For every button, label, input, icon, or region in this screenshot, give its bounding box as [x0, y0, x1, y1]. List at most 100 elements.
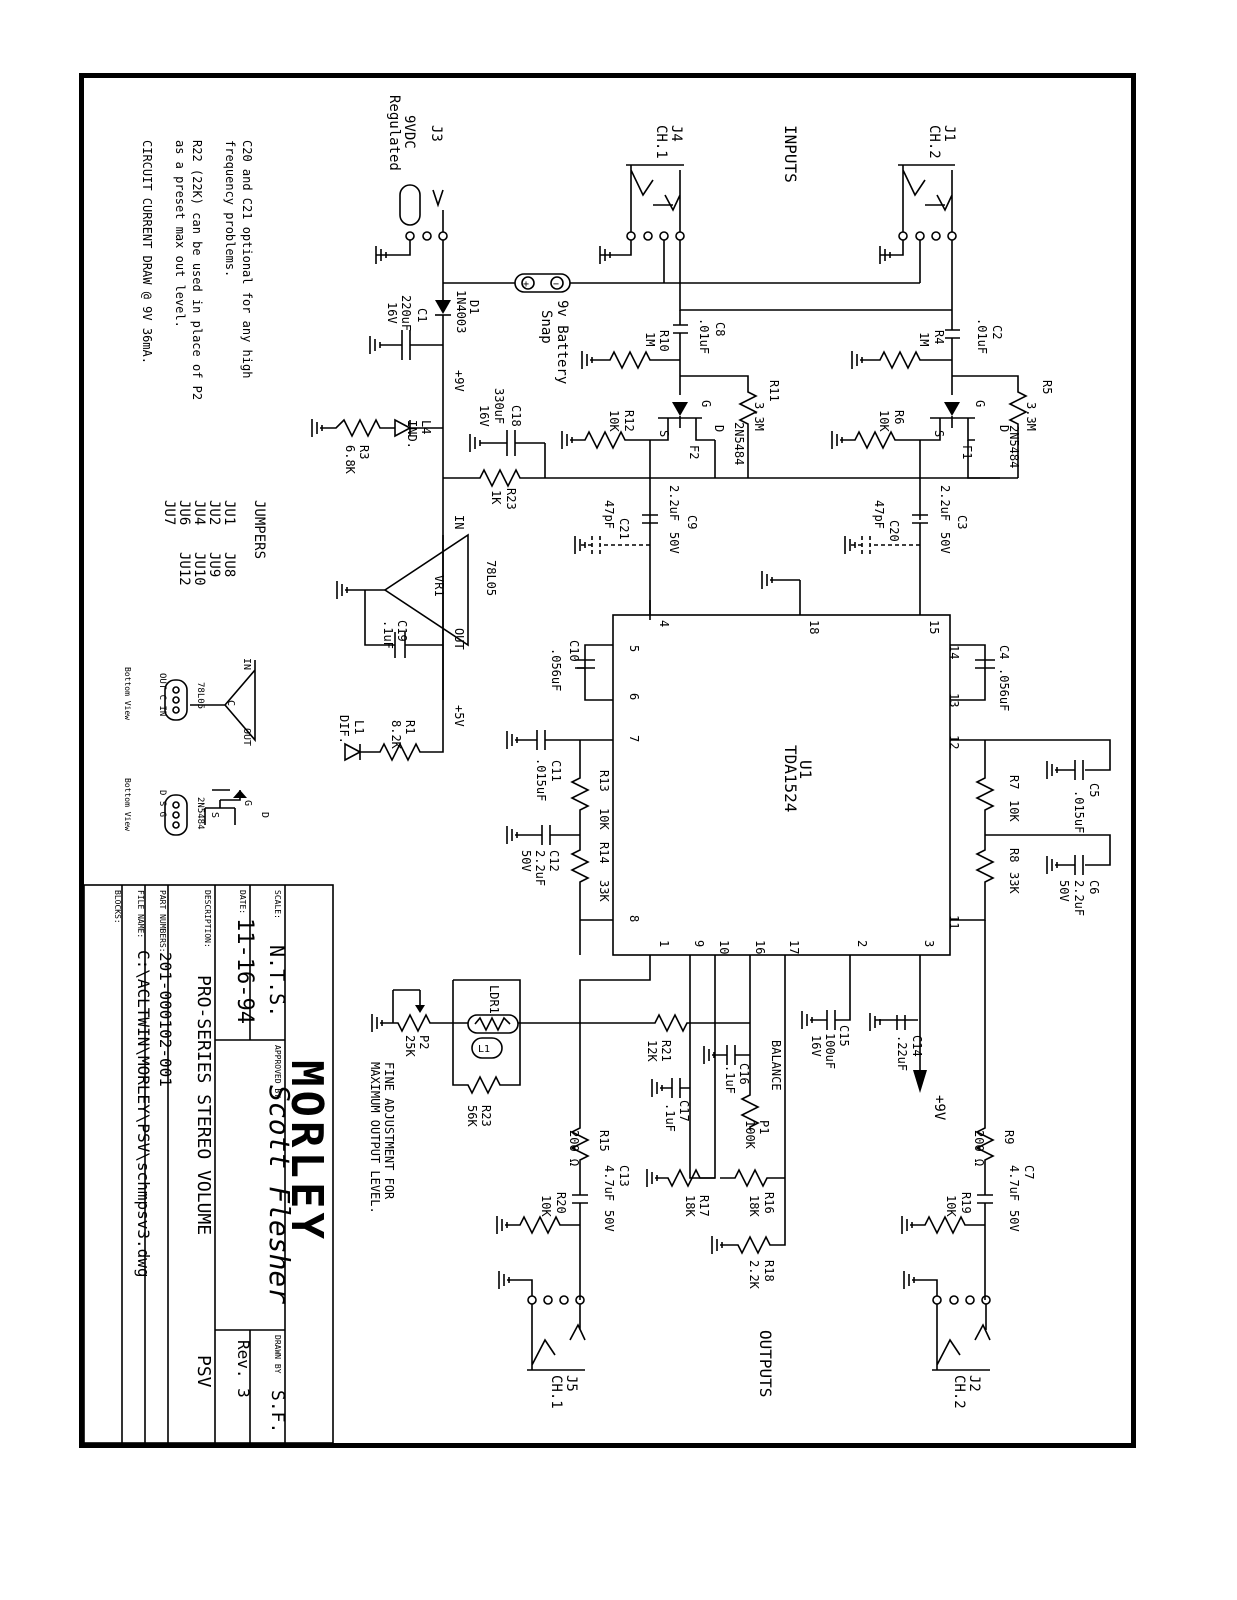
svg-text:C8: C8: [713, 322, 727, 336]
svg-text:L1: L1: [352, 720, 366, 734]
l1-led-r1: R1 8.2K L1 DIF.: [337, 700, 444, 762]
svg-text:JU12: JU12: [176, 552, 192, 586]
svg-text:9VDC: 9VDC: [401, 115, 417, 149]
svg-text:C14: C14: [910, 1035, 924, 1057]
outputs-heading: OUTPUTS: [756, 1330, 775, 1397]
u1-left-network: C10 .056uF C11 .015uF R13 10K R14 33K C1…: [506, 640, 613, 955]
jack-j3-power: J3 9VDC Regulated: [375, 95, 448, 300]
svg-text:P2: P2: [417, 1035, 431, 1049]
svg-text:FINE ADJUSTMENT FOR: FINE ADJUSTMENT FOR: [382, 1062, 396, 1200]
svg-text:D: D: [259, 812, 270, 818]
svg-text:C16: C16: [737, 1063, 751, 1085]
svg-text:Snap: Snap: [538, 310, 554, 344]
svg-text:14: 14: [947, 645, 961, 659]
svg-text:3: 3: [922, 940, 936, 947]
svg-text:50V: 50V: [938, 532, 952, 554]
svg-text:7: 7: [627, 735, 641, 742]
r23-resistor-1k: R23 1K: [443, 468, 1000, 510]
svg-text:11-16-94: 11-16-94: [232, 918, 257, 1024]
svg-text:R5: R5: [1040, 380, 1054, 394]
svg-text:C20 and C21 optional for any h: C20 and C21 optional for any high: [240, 140, 254, 378]
svg-text:10K: 10K: [539, 1195, 553, 1217]
svg-text:J2: J2: [966, 1375, 982, 1392]
svg-text:17: 17: [787, 940, 801, 954]
svg-text:1: 1: [657, 940, 671, 947]
svg-text:JU1: JU1: [221, 500, 237, 525]
svg-text:2: 2: [855, 940, 869, 947]
svg-text:6: 6: [627, 693, 641, 700]
sheet-border: [79, 73, 1136, 1448]
svg-text:50V: 50V: [1007, 1210, 1021, 1232]
ldr-p2-network: L1 LDR1 R23 56K P2 25K FINE ADJUSTMENT F…: [368, 979, 580, 1214]
svg-text:R13: R13: [597, 770, 611, 792]
svg-text:JU7: JU7: [161, 500, 177, 525]
jack-j4: J4 CH.1: [599, 125, 685, 265]
svg-text:200 Ω: 200 Ω: [567, 1130, 581, 1166]
svg-text:R18: R18: [762, 1260, 776, 1282]
svg-text:3.3M: 3.3M: [752, 402, 766, 431]
svg-text:330uF: 330uF: [492, 388, 506, 424]
svg-text:10K: 10K: [944, 1195, 958, 1217]
svg-text:D: D: [712, 425, 726, 432]
svg-text:C19: C19: [395, 620, 409, 642]
design-notes: C20 and C21 optional for any high freque…: [140, 140, 254, 400]
svg-text:C18: C18: [509, 405, 523, 427]
svg-text:R14: R14: [597, 842, 611, 864]
svg-text:10K: 10K: [597, 808, 611, 830]
svg-text:18K: 18K: [747, 1195, 761, 1217]
c1-capacitor: C1 220uF 16V: [369, 295, 443, 360]
svg-text:P1: P1: [757, 1120, 771, 1134]
svg-text:78L05: 78L05: [195, 682, 205, 709]
svg-text:.01uF: .01uF: [975, 318, 989, 354]
svg-text:JU9: JU9: [206, 552, 222, 577]
svg-text:CIRCUIT CURRENT DRAW @ 9V 36mA: CIRCUIT CURRENT DRAW @ 9V 36mA.: [140, 140, 154, 364]
c18-capacitor: C18 330uF 16V: [469, 388, 546, 478]
svg-text:VR1: VR1: [432, 575, 446, 597]
svg-text:2.2uF: 2.2uF: [1072, 880, 1086, 916]
svg-text:9v Battery: 9v Battery: [554, 300, 570, 384]
svg-text:R23: R23: [479, 1105, 493, 1127]
svg-text:+: +: [523, 279, 529, 290]
svg-text:R1: R1: [403, 720, 417, 734]
svg-text:C: C: [225, 700, 236, 706]
svg-text:R6: R6: [892, 410, 906, 424]
svg-text:S: S: [657, 430, 671, 437]
svg-text:S.F.: S.F.: [267, 1390, 288, 1433]
svg-text:4.7uF: 4.7uF: [602, 1165, 616, 1201]
svg-text:.1uF: .1uF: [381, 620, 395, 649]
svg-text:.056uF: .056uF: [549, 648, 563, 691]
svg-text:C17: C17: [677, 1100, 691, 1122]
u1-tda1524: U1 TDA1524 4 18 15 5 6 7 8 14 13 12 11 1…: [612, 570, 961, 956]
svg-text:JU4: JU4: [191, 500, 207, 525]
svg-text:R19: R19: [959, 1192, 973, 1214]
svg-text:R20: R20: [554, 1192, 568, 1214]
regulator-pinout-legend: IN OUT C 78L05 OUT C IN Bottom View: [123, 658, 256, 746]
svg-text:CH.1: CH.1: [548, 1375, 564, 1409]
svg-text:R11: R11: [767, 380, 781, 402]
svg-text:16: 16: [753, 940, 767, 954]
rail-5v-label: +5V: [452, 705, 466, 727]
d1-diode: D1 1N4003: [435, 290, 481, 333]
svg-text:100K: 100K: [743, 1120, 757, 1150]
svg-text:3.3M: 3.3M: [1024, 402, 1038, 431]
svg-text:47pF: 47pF: [872, 500, 886, 529]
ch2-input-buffer: C2 .01uF R4 1M R5 3.3M G S D F1 2N5484 R…: [831, 310, 1054, 600]
svg-text:JUMPERS: JUMPERS: [251, 500, 267, 559]
svg-text:J4: J4: [668, 125, 684, 142]
svg-text:50V: 50V: [1057, 880, 1071, 902]
svg-text:R15: R15: [597, 1130, 611, 1152]
svg-text:6.8K: 6.8K: [343, 445, 357, 475]
output-network: +9V C14 .22uF C15 100uF 16V R9 200 Ω C7 …: [496, 920, 1036, 1300]
svg-text:as a preset max out level.: as a preset max out level.: [173, 140, 187, 328]
svg-text:2.2K: 2.2K: [747, 1260, 761, 1290]
svg-text:C7: C7: [1022, 1165, 1036, 1179]
battery-snap: +− 9v Battery Snap: [443, 240, 953, 384]
svg-text:R8: R8: [1007, 848, 1021, 862]
svg-text:25K: 25K: [403, 1035, 417, 1057]
svg-text:220uF: 220uF: [399, 295, 413, 331]
svg-text:R7: R7: [1007, 775, 1021, 789]
rail-9v-label: +9V: [452, 370, 466, 392]
svg-text:4: 4: [657, 620, 671, 627]
svg-text:G: G: [699, 400, 713, 407]
